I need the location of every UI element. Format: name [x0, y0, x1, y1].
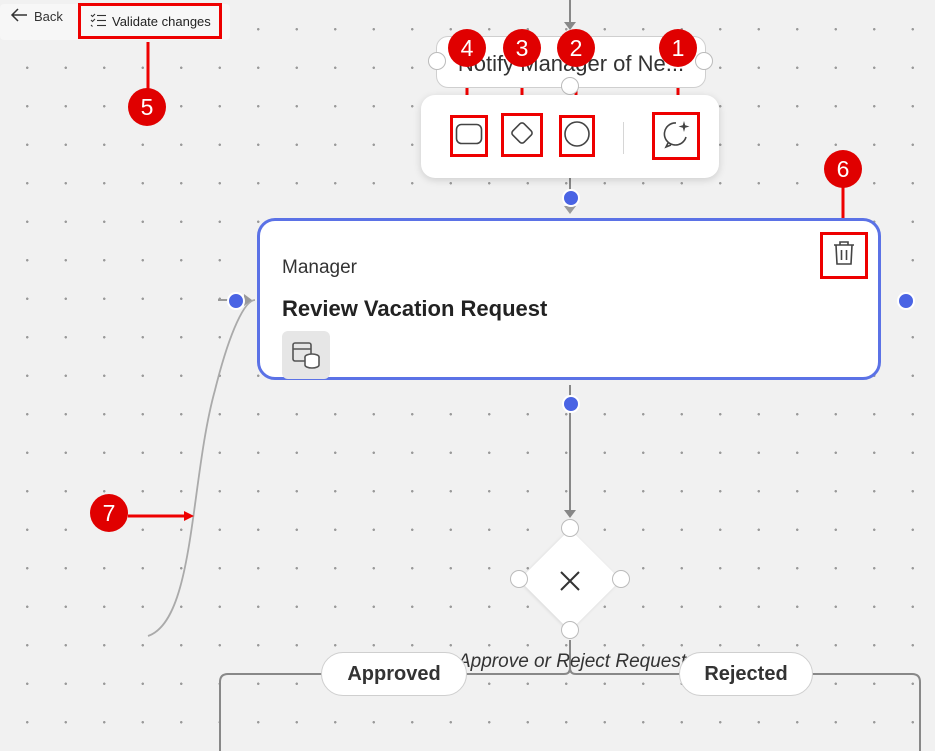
approved-branch-label[interactable]: Approved [321, 652, 467, 696]
gateway-bottom-handle[interactable] [561, 621, 579, 639]
gateway-top-handle[interactable] [561, 519, 579, 537]
node-title: Review Vacation Request [282, 296, 548, 321]
gateway-right-handle[interactable] [612, 570, 630, 588]
callout-7: 7 [90, 494, 128, 532]
popup-divider [623, 122, 624, 154]
notify-node-right-handle[interactable] [695, 52, 713, 70]
popup-bottom-handle[interactable] [562, 189, 580, 207]
node-role: Manager [282, 257, 357, 278]
delete-node-button[interactable] [820, 232, 868, 279]
circle-shape-icon [563, 120, 591, 153]
rejected-branch-label[interactable]: Rejected [679, 652, 813, 696]
validate-changes-button[interactable]: Validate changes [78, 3, 222, 39]
diamond-shape-icon [507, 118, 537, 153]
node-left-handle[interactable] [227, 292, 245, 310]
ai-copilot-button[interactable] [652, 112, 700, 160]
callout-2: 2 [557, 29, 595, 67]
data-table-icon [282, 331, 330, 379]
callout-4: 4 [448, 29, 486, 67]
node-right-handle[interactable] [897, 292, 915, 310]
back-button[interactable]: Back [10, 8, 63, 25]
add-circle-button[interactable] [559, 115, 595, 157]
notify-node-bottom-handle[interactable] [561, 77, 579, 95]
node-bottom-handle[interactable] [562, 395, 580, 413]
review-vacation-request-node[interactable]: Manager Review Vacation Request [257, 218, 881, 380]
arrow-left-icon [10, 8, 28, 25]
add-diamond-button[interactable] [501, 113, 543, 157]
close-x-icon [552, 563, 588, 599]
gateway-left-handle[interactable] [510, 570, 528, 588]
checklist-icon [90, 13, 106, 30]
callout-1: 1 [659, 29, 697, 67]
chat-sparkle-icon [660, 118, 692, 155]
validate-changes-label: Validate changes [112, 13, 211, 29]
callout-6: 6 [824, 150, 862, 188]
gateway-label: Approve or Reject Request [458, 651, 687, 672]
callout-3: 3 [503, 29, 541, 67]
notify-node-left-handle[interactable] [428, 52, 446, 70]
trash-icon [832, 240, 856, 271]
rectangle-shape-icon [455, 123, 483, 150]
add-rectangle-button[interactable] [450, 115, 488, 157]
shape-picker-popup [421, 95, 719, 178]
back-label: Back [34, 9, 63, 24]
callout-5: 5 [128, 88, 166, 126]
